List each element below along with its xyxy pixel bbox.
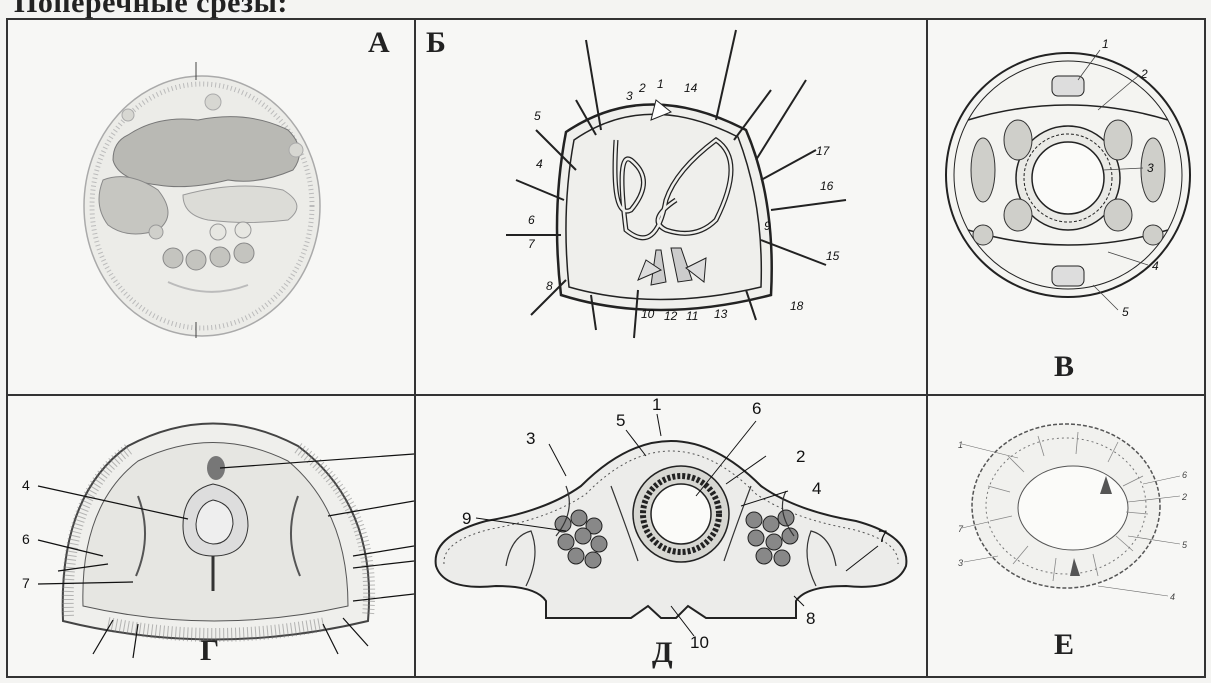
label-v-1: 1 xyxy=(1102,37,1109,51)
label-d-2: 2 xyxy=(796,447,805,466)
label-b-14: 14 xyxy=(684,81,698,95)
label-b-2: 2 xyxy=(638,81,646,95)
page-title: Поперечные срезы: xyxy=(14,0,288,20)
label-b-5: 5 xyxy=(534,109,541,123)
label-b-13: 13 xyxy=(714,307,728,321)
label-b-4: 4 xyxy=(536,157,543,171)
label-g-7: 7 xyxy=(22,575,30,591)
label-b-12: 12 xyxy=(664,309,678,323)
label-v-2: 2 xyxy=(1140,67,1148,81)
label-e-7: 7 xyxy=(958,524,964,534)
label-b-10: 10 xyxy=(641,307,655,321)
label-b-7: 7 xyxy=(528,237,536,251)
section-v-diagram: 1 2 3 4 5 xyxy=(928,20,1204,394)
panel-label-v: В xyxy=(1054,350,1074,384)
label-d-10: 10 xyxy=(690,633,709,652)
label-b-18: 18 xyxy=(790,299,804,313)
label-d-6: 6 xyxy=(752,399,761,418)
panel-label-b: Б xyxy=(426,26,446,60)
label-d-5: 5 xyxy=(616,411,625,430)
label-b-9: 9 xyxy=(764,219,771,233)
label-v-3: 3 xyxy=(1147,161,1154,175)
label-set-g: 4 6 7 xyxy=(22,477,30,591)
panel-a: А xyxy=(8,20,414,394)
section-d-diagram: 1 2 3 4 5 6 7 8 9 10 xyxy=(416,396,926,676)
label-d-7: 7 xyxy=(878,527,887,546)
label-b-16: 16 xyxy=(820,179,834,193)
label-b-1: 1 xyxy=(657,77,664,91)
label-v-4: 4 xyxy=(1152,259,1159,273)
label-e-6: 6 xyxy=(1182,470,1187,480)
panel-label-a: А xyxy=(368,26,390,60)
panel-label-e: Е xyxy=(1054,628,1074,662)
figure-grid: А xyxy=(6,18,1206,678)
panel-d: 1 2 3 4 5 6 7 8 9 10 Д xyxy=(416,396,926,676)
label-d-8: 8 xyxy=(806,609,815,628)
label-e-1: 1 xyxy=(958,440,963,450)
label-d-9: 9 xyxy=(462,509,471,528)
panel-b: 1 2 3 4 5 6 7 8 9 10 11 12 13 14 15 16 1… xyxy=(416,20,926,394)
label-g-6: 6 xyxy=(22,531,30,547)
label-b-17: 17 xyxy=(816,144,831,158)
label-b-11: 11 xyxy=(686,309,698,323)
section-b-diagram: 1 2 3 4 5 6 7 8 9 10 11 12 13 14 15 16 1… xyxy=(416,20,926,394)
label-d-1: 1 xyxy=(652,396,661,414)
label-b-15: 15 xyxy=(826,249,840,263)
label-e-3: 3 xyxy=(958,558,963,568)
label-e-2: 2 xyxy=(1181,492,1187,502)
label-e-4: 4 xyxy=(1170,592,1175,602)
label-e-5: 5 xyxy=(1182,540,1188,550)
label-b-3: 3 xyxy=(626,89,633,103)
panel-label-d: Д xyxy=(652,636,673,670)
label-d-4: 4 xyxy=(812,479,821,498)
panel-label-g: Г xyxy=(200,634,219,668)
label-g-4: 4 xyxy=(22,477,30,493)
panel-g: 4 6 7 Г xyxy=(8,396,414,676)
panel-e: 1 2 3 4 5 6 7 Е xyxy=(928,396,1204,676)
section-a-diagram xyxy=(8,20,414,394)
label-d-3: 3 xyxy=(526,429,535,448)
label-b-8: 8 xyxy=(546,279,553,293)
label-v-5: 5 xyxy=(1122,305,1129,319)
label-b-6: 6 xyxy=(528,213,535,227)
panel-v: 1 2 3 4 5 В xyxy=(928,20,1204,394)
